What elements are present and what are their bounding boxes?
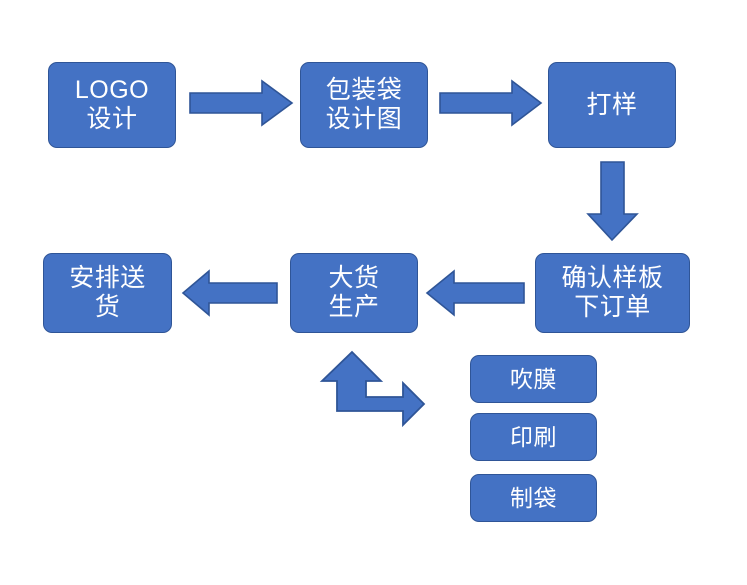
node-mass-production[interactable]: 大货 生产 — [290, 253, 418, 333]
node-blown-film[interactable]: 吹膜 — [470, 355, 597, 403]
arrow-left-massprod-to-delivery — [181, 269, 278, 317]
node-bag-design-drawing[interactable]: 包装袋 设计图 — [300, 62, 428, 148]
node-label: 吹膜 — [510, 365, 557, 392]
node-bag-making[interactable]: 制袋 — [470, 474, 597, 522]
node-label: 制袋 — [510, 484, 557, 511]
node-label: 确认样板 下订单 — [561, 264, 664, 321]
arrow-down-sample-to-confirm — [586, 161, 639, 242]
elbow-arrow-massprod-to-substeps — [319, 350, 426, 428]
arrow-right-logo-to-bagdesign — [189, 79, 294, 127]
node-label: 包装袋 设计图 — [325, 76, 403, 133]
node-sample-making[interactable]: 打样 — [548, 62, 676, 148]
node-arrange-delivery[interactable]: 安排送 货 — [43, 253, 172, 333]
node-label: LOGO 设计 — [74, 76, 150, 133]
node-label: 安排送 货 — [69, 264, 146, 321]
arrow-left-confirm-to-massprod — [425, 269, 525, 317]
node-label: 大货 生产 — [328, 264, 380, 321]
node-confirm-sample-place-order[interactable]: 确认样板 下订单 — [535, 253, 690, 333]
node-logo-design[interactable]: LOGO 设计 — [48, 62, 176, 148]
node-label: 打样 — [586, 90, 638, 119]
node-label: 印刷 — [510, 423, 557, 450]
node-printing[interactable]: 印刷 — [470, 413, 597, 461]
arrow-right-bagdesign-to-sample — [439, 79, 543, 127]
